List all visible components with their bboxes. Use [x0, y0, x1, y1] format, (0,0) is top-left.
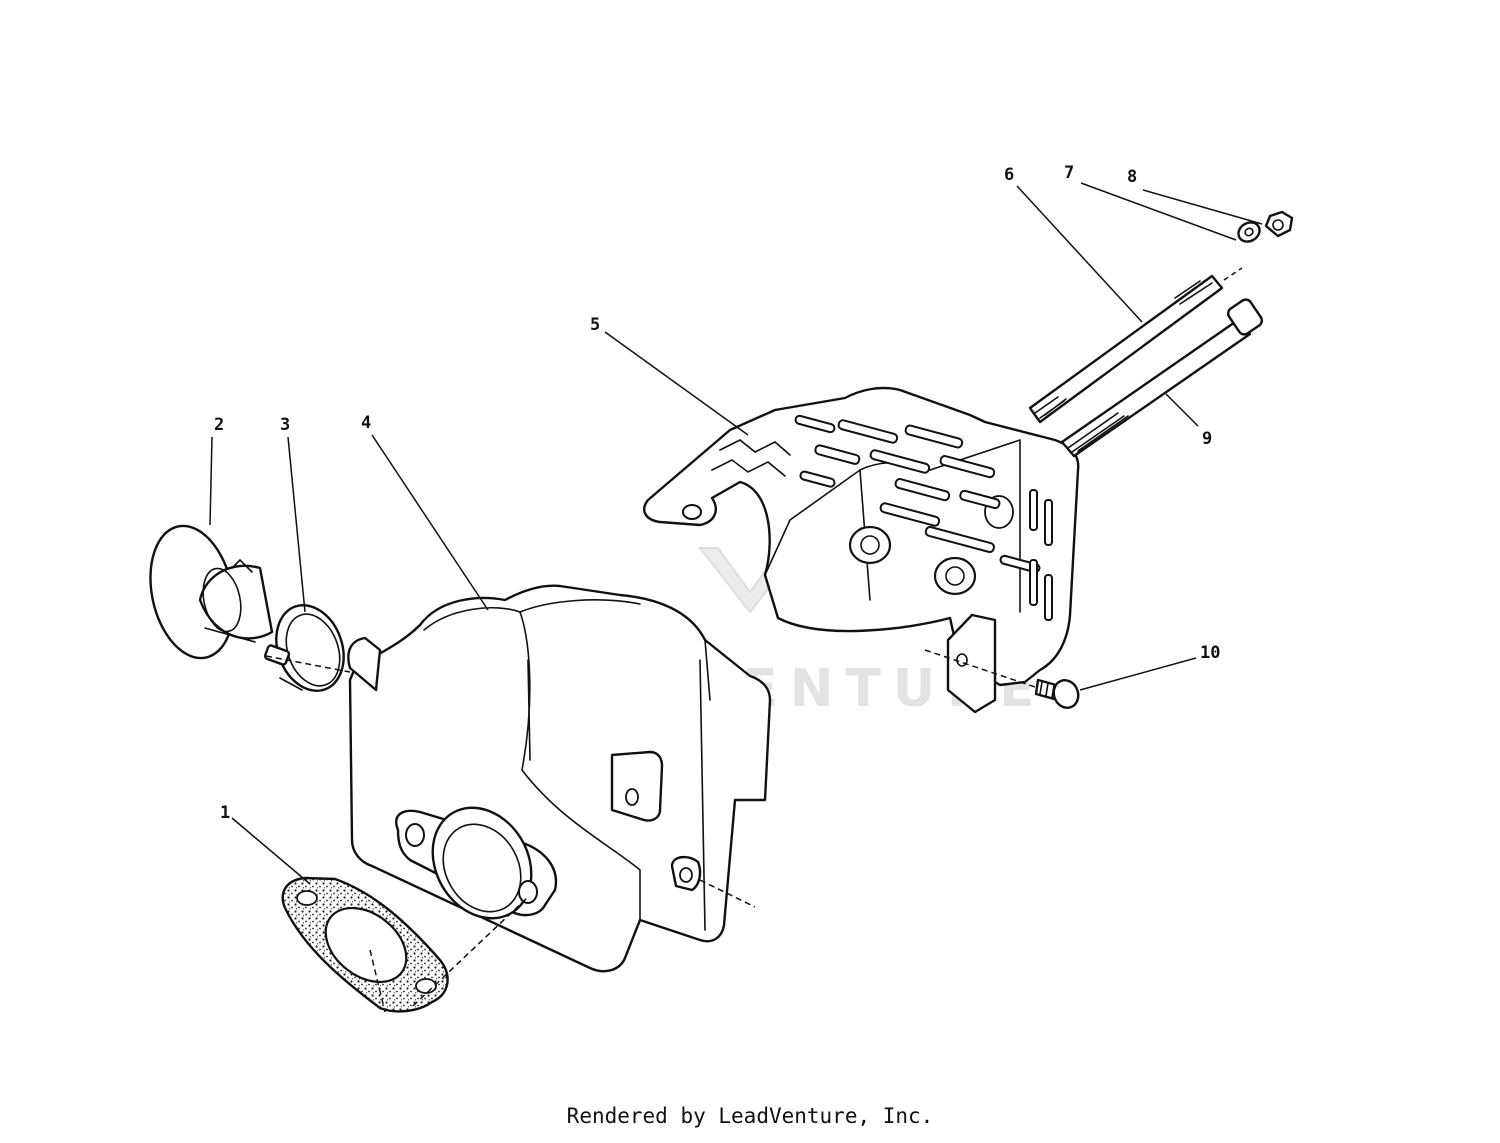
muffler-part-4: [347, 584, 772, 973]
callout-1: 1: [220, 803, 230, 823]
callout-5: 5: [590, 315, 600, 335]
gasket-part-1: [281, 876, 449, 1013]
callout-labels: 1 2 3 4 5 6 7 8 9 10: [214, 163, 1220, 823]
washer-part-7: [1237, 221, 1261, 243]
callout-4: 4: [361, 413, 371, 433]
screw-part-10: [1034, 678, 1080, 709]
callout-8: 8: [1127, 167, 1137, 187]
callout-3: 3: [280, 415, 290, 435]
heat-shield-part-5: [643, 386, 1080, 714]
hose-clamp-part-3: [263, 604, 345, 692]
stud-part-6: [1028, 274, 1224, 424]
nut-part-8: [1264, 210, 1294, 238]
exhaust-deflector-part-2: [149, 524, 274, 660]
callout-10: 10: [1200, 643, 1220, 663]
leader-lines: [209, 182, 1263, 1013]
callout-2: 2: [214, 415, 224, 435]
callout-6: 6: [1004, 165, 1014, 185]
callout-9: 9: [1202, 429, 1212, 449]
callout-7: 7: [1064, 163, 1074, 183]
footer-credit: Rendered by LeadVenture, Inc.: [566, 1104, 934, 1128]
bolt-part-9: [1060, 298, 1264, 458]
